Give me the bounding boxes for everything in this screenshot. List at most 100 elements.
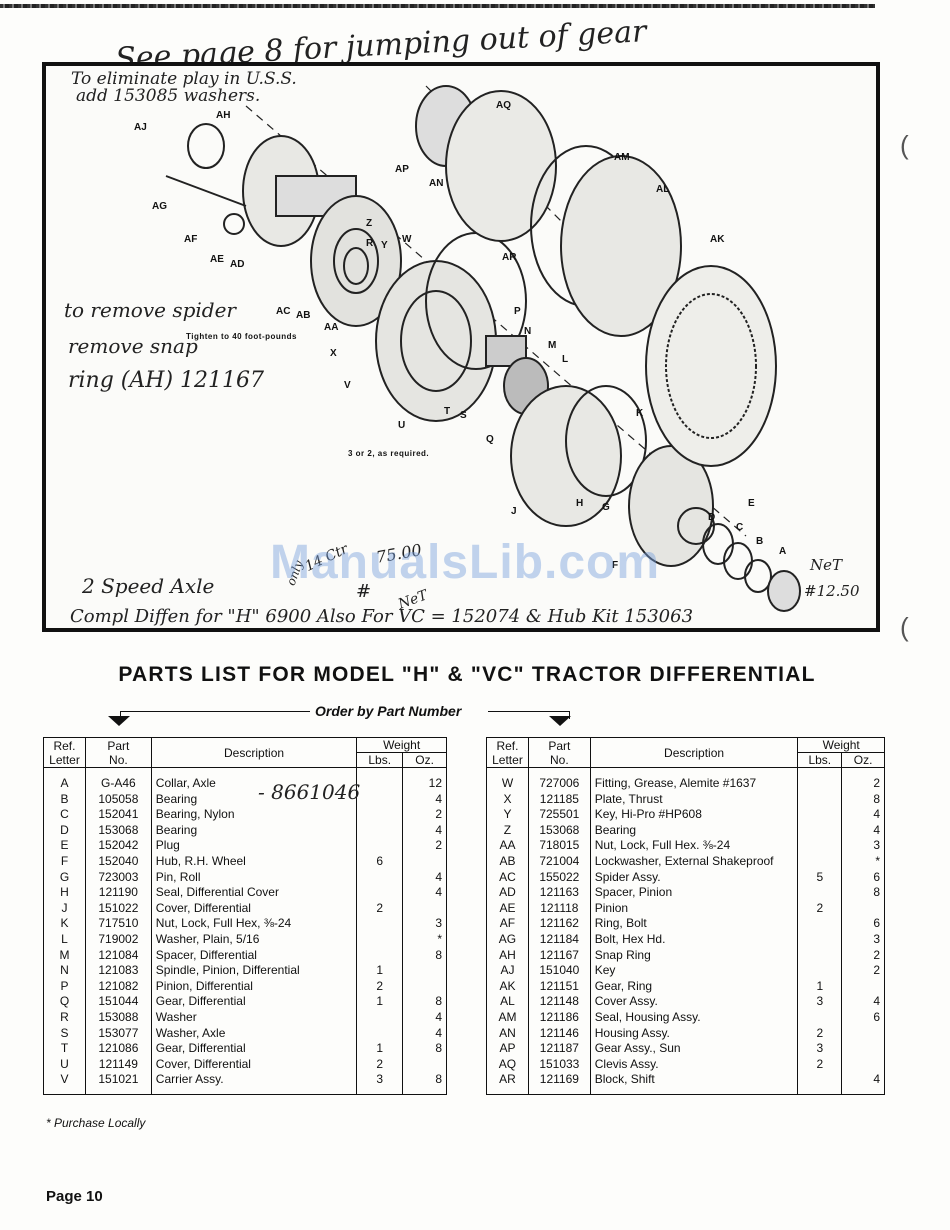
weight-header: Weight <box>356 737 447 753</box>
label-d: D <box>708 512 716 523</box>
weight-oz-cell: 6 <box>841 869 885 886</box>
label-b: B <box>756 536 764 547</box>
label-y: Y <box>381 240 388 251</box>
weight-lbs-cell <box>356 822 404 839</box>
ref-letter-cell: AR <box>486 1072 529 1095</box>
weight-lbs-cell <box>797 916 843 932</box>
weight-lbs-cell <box>797 807 843 823</box>
part-number-cell: 151044 <box>84 994 152 1010</box>
part-number-cell: 121151 <box>527 978 591 995</box>
description-cell: Key, Hi-Pro #HP608 <box>589 807 799 823</box>
weight-oz-cell: 8 <box>402 994 447 1010</box>
part-number-cell: 725501 <box>527 807 591 823</box>
weight-lbs-cell: 3 <box>356 1072 404 1095</box>
description-cell: Plate, Thrust <box>589 791 799 808</box>
part-number-cell: 723003 <box>84 869 152 886</box>
order-rule-left <box>120 711 310 712</box>
ref-letter-cell: S <box>43 1025 86 1042</box>
weight-lbs-cell <box>797 963 843 979</box>
handwritten-note-1: To eliminate play in U.S.S. <box>71 69 297 89</box>
watermark: ManualsLib.com <box>270 536 661 589</box>
weight-lbs-cell: 2 <box>356 900 404 917</box>
ref-letter-cell: AB <box>486 853 529 870</box>
weight-oz-cell: 2 <box>841 963 885 979</box>
label-q: Q <box>486 434 494 445</box>
ref-letter-cell: V <box>43 1072 86 1095</box>
handwritten-note-right-net: NeT <box>810 556 843 574</box>
weight-oz-cell <box>841 978 885 995</box>
weight-lbs-cell: 2 <box>797 900 843 917</box>
ref-letter-cell: AC <box>486 869 529 886</box>
weight-lbs-cell <box>797 1072 843 1095</box>
part-number-cell: 151033 <box>527 1056 591 1073</box>
ref-letter-header: Ref.Letter <box>43 737 86 768</box>
label-t: T <box>444 406 451 417</box>
weight-oz-cell: 4 <box>402 1009 447 1026</box>
weight-oz-cell: 8 <box>402 947 447 964</box>
weight-lbs-cell <box>797 767 843 792</box>
ref-letter-cell: AG <box>486 931 529 948</box>
ref-letter-cell: N <box>43 963 86 979</box>
part-number-cell: 151040 <box>527 963 591 979</box>
ref-letter-cell: P <box>43 978 86 995</box>
part-number-cell: 151021 <box>84 1072 152 1095</box>
label-n: N <box>524 326 532 337</box>
weight-lbs-cell: 2 <box>797 1056 843 1073</box>
exploded-diagram: To eliminate play in U.S.S. add 153085 w… <box>42 62 880 632</box>
part-number-cell: 121118 <box>527 900 591 917</box>
description-cell: Washer <box>150 1009 358 1026</box>
part-number-cell: 719002 <box>84 931 152 948</box>
description-cell: Bearing <box>150 791 358 808</box>
part-number-cell: 151022 <box>84 900 152 917</box>
weight-oz-cell: 4 <box>402 869 447 886</box>
weight-lbs-cell: 1 <box>356 1041 404 1057</box>
ref-letter-cell: Q <box>43 994 86 1010</box>
part-number-cell: 121086 <box>84 1041 152 1057</box>
handwritten-note-2: add 153085 washers. <box>76 86 261 106</box>
weight-oz-cell: 4 <box>402 822 447 839</box>
ref-letter-cell: A <box>43 767 86 792</box>
weight-oz-cell: 2 <box>841 767 885 792</box>
part-number-cell: 121148 <box>527 994 591 1010</box>
label-v: V <box>344 380 351 391</box>
ref-letter-cell: C <box>43 807 86 823</box>
description-cell: Gear, Differential <box>150 1041 358 1057</box>
oz-header: Oz. <box>402 752 447 768</box>
label-al: AL <box>656 184 670 195</box>
description-cell: Spindle, Pinion, Differential <box>150 963 358 979</box>
weight-oz-cell <box>402 1056 447 1073</box>
description-cell: Hub, R.H. Wheel <box>150 853 358 870</box>
label-m: M <box>548 340 557 351</box>
weight-oz-cell: 4 <box>402 885 447 901</box>
description-cell: Housing Assy. <box>589 1025 799 1042</box>
label-ab: AB <box>296 310 311 321</box>
weight-lbs-cell <box>356 807 404 823</box>
order-rule-tick-right <box>569 711 570 719</box>
weight-oz-cell: 4 <box>841 994 885 1010</box>
ref-letter-cell: AE <box>486 900 529 917</box>
weight-lbs-cell <box>797 885 843 901</box>
down-arrow-icon <box>549 716 571 726</box>
handwritten-note-6: 2 Speed Axle <box>82 574 215 598</box>
ref-letter-cell: H <box>43 885 86 901</box>
label-ag: AG <box>152 201 167 212</box>
handwritten-note-7: Compl Diffen for "H" 6900 Also For VC = … <box>70 606 694 627</box>
weight-oz-cell: 4 <box>841 1072 885 1095</box>
ref-letter-cell: AH <box>486 947 529 964</box>
